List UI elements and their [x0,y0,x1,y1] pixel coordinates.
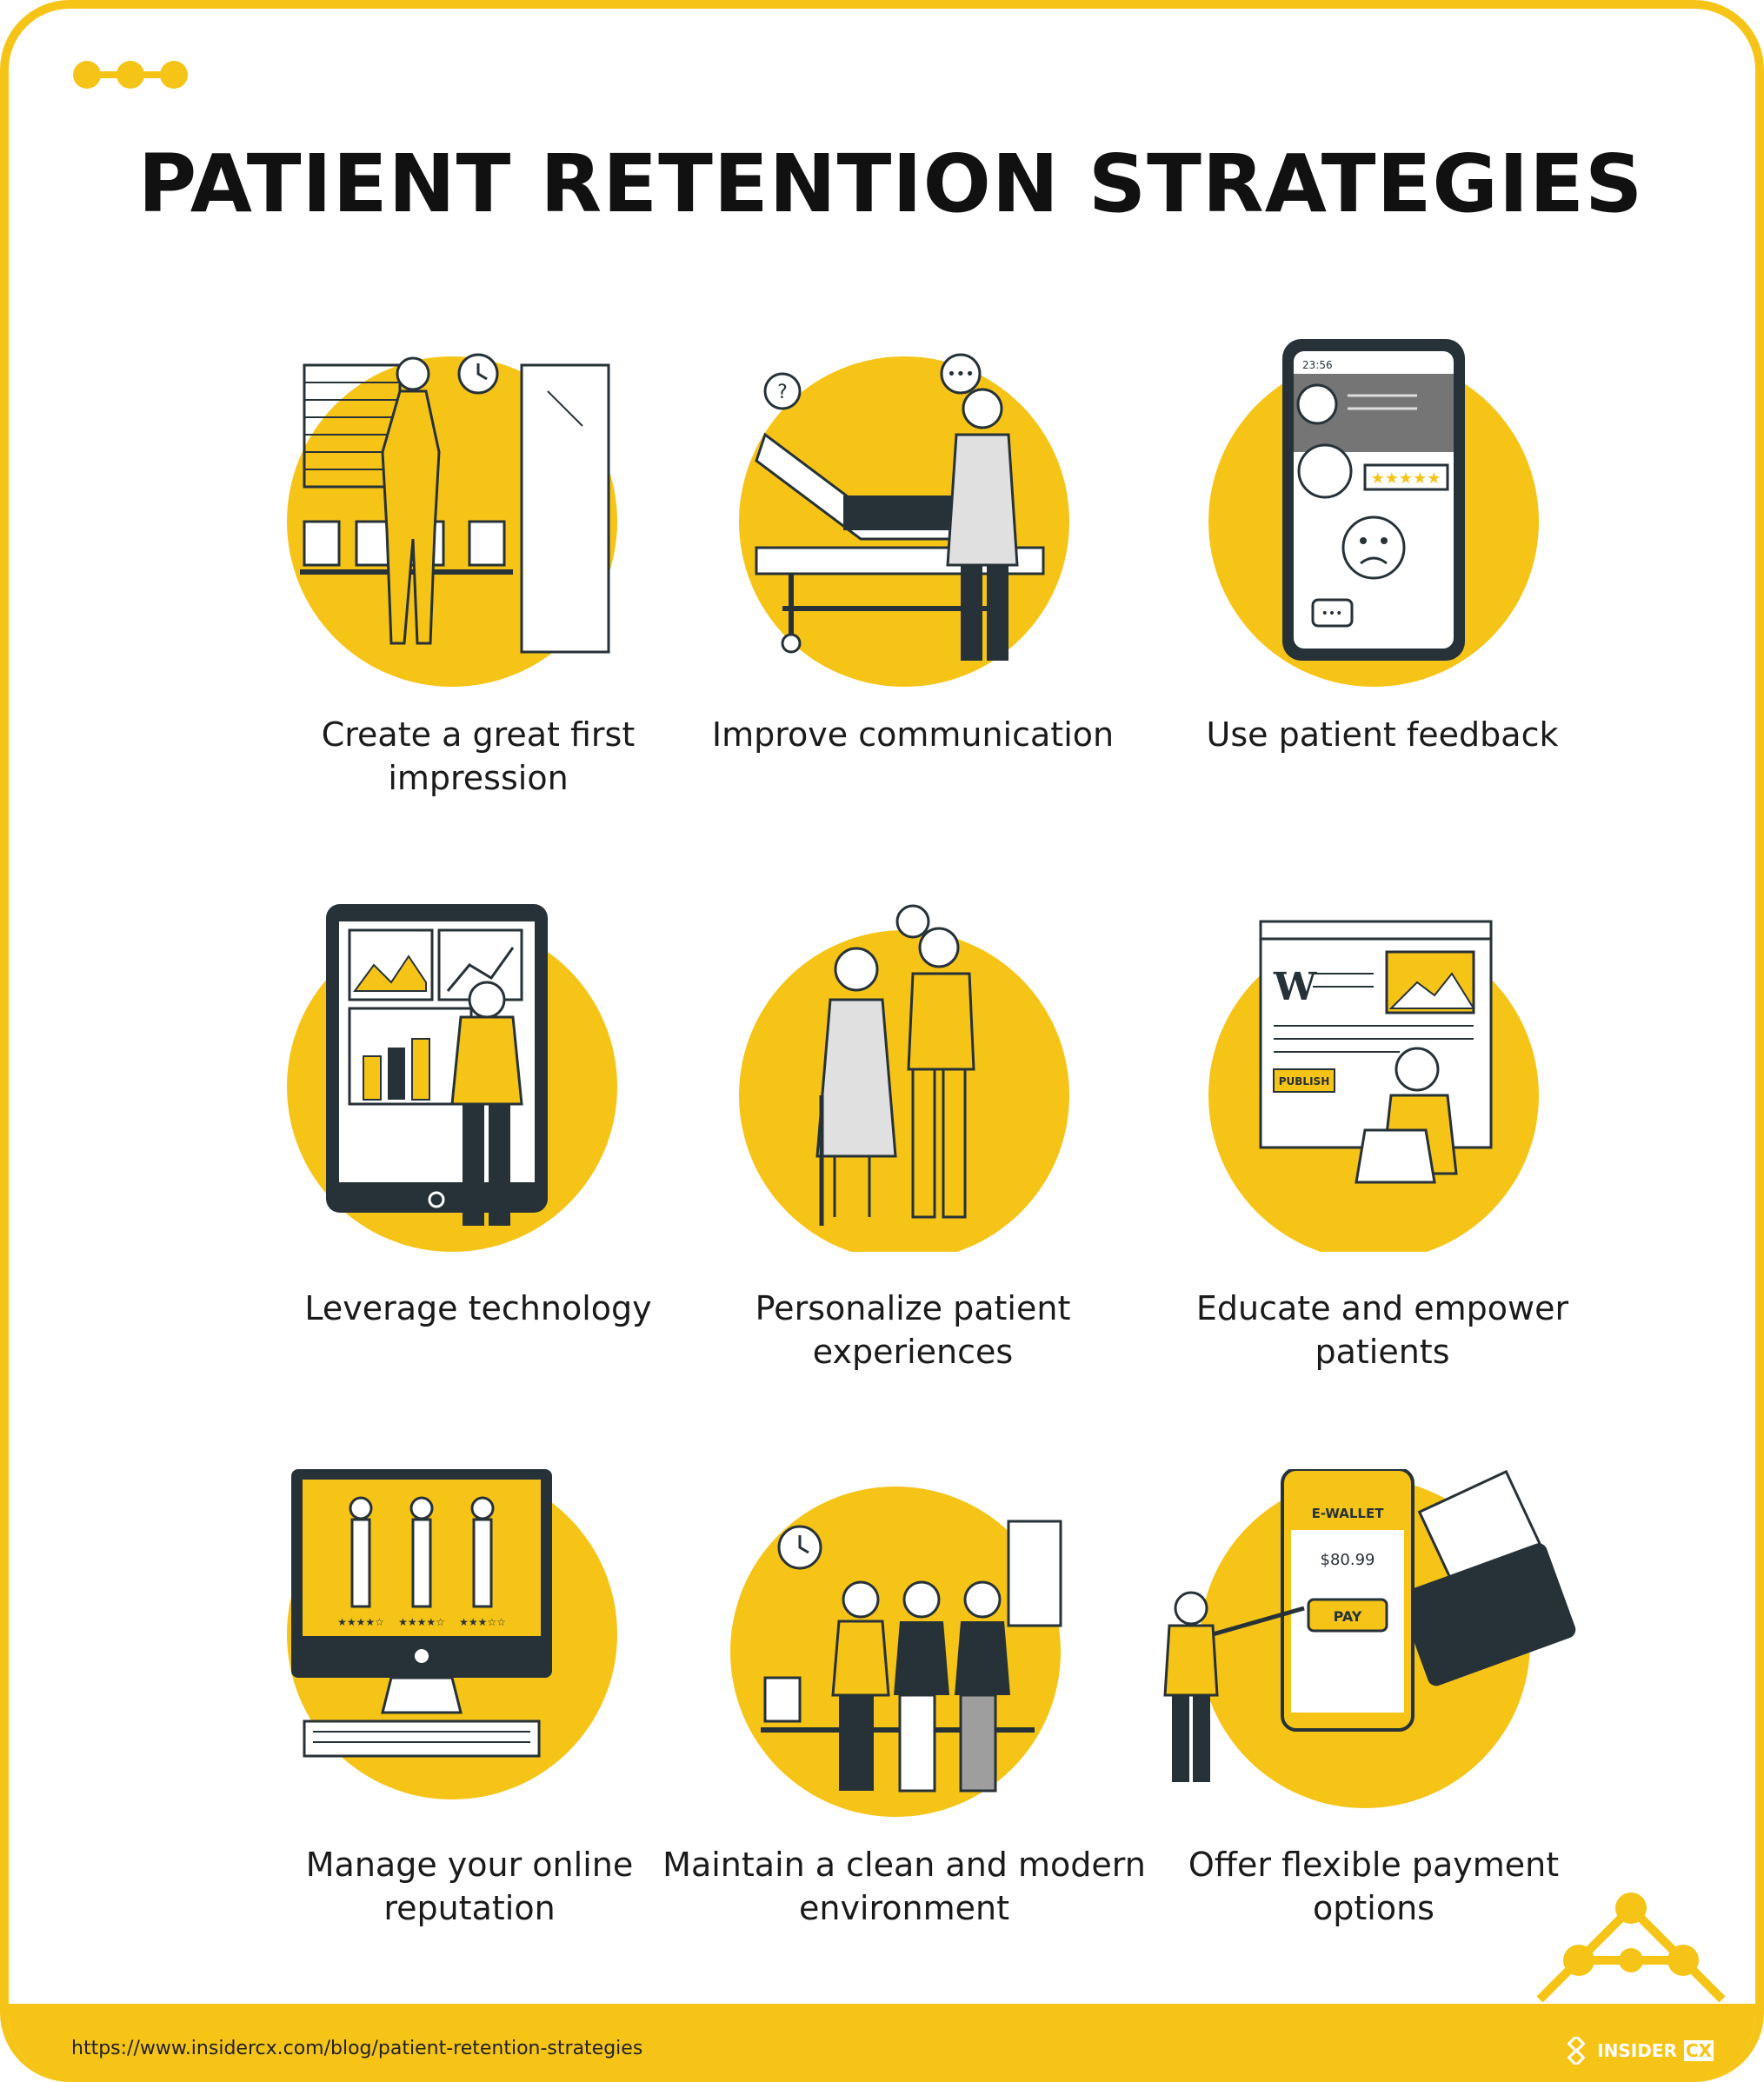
strategy-label: Educate and empower patients [1195,1289,1569,1371]
strategy-label: Personalize patient experiences [755,1289,1071,1371]
svg-text:$80.99: $80.99 [1321,1551,1375,1569]
strategy-label: Leverage technology [304,1289,652,1327]
svg-text:•••: ••• [1321,607,1343,621]
footer-url[interactable]: https://www.insidercx.com/blog/patient-r… [71,2038,643,2059]
brand-suffix: CX [1683,2040,1714,2061]
svg-text:E-WALLET: E-WALLET [1312,1506,1385,1521]
strategy-label: Improve communication [711,715,1115,754]
brand-logo: INSIDER CX [1562,2037,1714,2065]
svg-text:PUBLISH: PUBLISH [1279,1075,1329,1088]
tablet-analytics-icon [287,904,617,1252]
svg-text:?: ? [777,382,788,403]
waiting-room-people-icon [730,1487,1062,1817]
footer-bar: https://www.insidercx.com/blog/patient-r… [9,2004,1755,2082]
insidercx-logo-icon [1567,2037,1586,2065]
strategy-label: Manage your online reputation [305,1846,634,1927]
monitor-ratings-icon: ★★★★☆ ★★★★☆ ★★★☆☆ [287,1469,617,1799]
strategy-label: Maintain a clean and modern environment [662,1846,1146,1927]
svg-text:★★★★☆: ★★★★☆ [337,1616,384,1628]
doctor-patient-bed-icon: ? ••• [739,353,1069,687]
svg-text:★★★★☆: ★★★★☆ [398,1616,445,1628]
svg-text:W: W [1273,965,1317,1009]
svg-text:★★★☆☆: ★★★☆☆ [459,1616,506,1628]
network-decoration-icon [1536,1892,1726,2003]
brand-name: INSIDER [1597,2040,1677,2061]
dots-icon [73,61,188,89]
svg-text:23:56: 23:56 [1302,359,1333,371]
svg-text:PAY: PAY [1334,1608,1362,1625]
nurse-elderly-patient-icon [739,904,1069,1252]
blog-publish-icon: W PUBLISH [1208,920,1539,1252]
strategy-label: Use patient feedback [1206,715,1559,754]
strategy-label: Create a great first impression [321,715,636,797]
svg-text:★★★★★: ★★★★★ [1371,469,1441,488]
nurse-waiting-room-icon [287,353,617,687]
e-wallet-payment-icon: E-WALLET $80.99 PAY [1163,1469,1576,1808]
phone-feedback-icon: 23:56 ★★★★★ ••• [1208,339,1539,687]
page-title: PATIENT RETENTION STRATEGIES [137,137,1644,230]
svg-text:•••: ••• [947,365,975,383]
strategy-label: Offer flexible payment options [1188,1846,1560,1927]
